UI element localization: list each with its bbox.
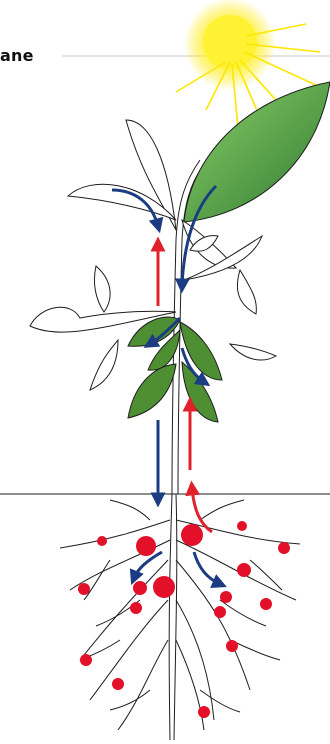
arrow-down-root-left — [134, 552, 162, 578]
root-system — [60, 494, 300, 740]
arrow-down-root-right — [194, 552, 220, 584]
